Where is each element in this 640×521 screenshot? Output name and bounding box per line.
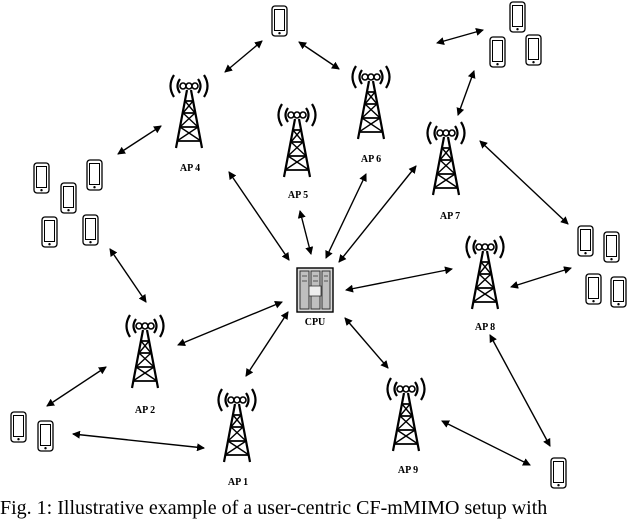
access-point-ap4: AP 4 <box>169 73 209 174</box>
smartphone-icon <box>60 182 77 214</box>
ap8-label: AP 8 <box>475 322 495 333</box>
radio-tower-icon <box>351 64 391 141</box>
smartphone-icon <box>610 276 627 308</box>
access-point-ap8: AP 8 <box>465 234 505 333</box>
cpu-label: CPU <box>305 317 326 328</box>
smartphone-icon <box>41 216 58 248</box>
access-point-ap6: AP 6 <box>351 64 391 165</box>
server-rack-icon <box>296 267 334 313</box>
figure-caption: Fig. 1: Illustrative example of a user-c… <box>0 497 548 519</box>
smartphone-icon <box>489 36 506 68</box>
access-point-ap2: AP 2 <box>125 313 165 416</box>
smartphone-icon <box>525 34 542 66</box>
radio-tower-icon <box>277 102 317 179</box>
smartphone-icon <box>509 1 526 33</box>
access-point-ap1: AP 1 <box>217 387 257 488</box>
radio-tower-icon <box>386 376 426 453</box>
access-point-ap5: AP 5 <box>277 102 317 201</box>
smartphone-icon <box>37 420 54 452</box>
smartphone-icon <box>33 162 50 194</box>
ap5-label: AP 5 <box>288 190 308 201</box>
smartphone-icon <box>550 457 567 489</box>
ap2-label: AP 2 <box>135 405 155 416</box>
ap1-label: AP 1 <box>228 477 248 488</box>
radio-tower-icon <box>426 120 466 197</box>
ap4-label: AP 4 <box>180 163 200 174</box>
cpu-node: CPU <box>296 267 334 328</box>
radio-tower-icon <box>217 387 257 464</box>
smartphone-icon <box>271 5 288 37</box>
smartphone-icon <box>86 159 103 191</box>
radio-tower-icon <box>169 73 209 150</box>
smartphone-icon <box>603 231 620 263</box>
smartphone-icon <box>585 273 602 305</box>
ap9-label: AP 9 <box>398 465 418 476</box>
ap6-label: AP 6 <box>361 154 381 165</box>
network-diagram: AP 4 AP 5 AP 6 AP 7 AP 8 AP 2 AP 1 AP 9 <box>10 1 627 489</box>
ap7-label: AP 7 <box>440 211 460 222</box>
radio-tower-icon <box>125 313 165 390</box>
access-point-ap9: AP 9 <box>386 376 426 476</box>
connection-links <box>46 28 572 466</box>
smartphone-icon <box>577 225 594 257</box>
smartphone-icon <box>10 411 27 443</box>
radio-tower-icon <box>465 234 505 311</box>
access-point-ap7: AP 7 <box>426 120 466 222</box>
smartphone-icon <box>82 214 99 246</box>
